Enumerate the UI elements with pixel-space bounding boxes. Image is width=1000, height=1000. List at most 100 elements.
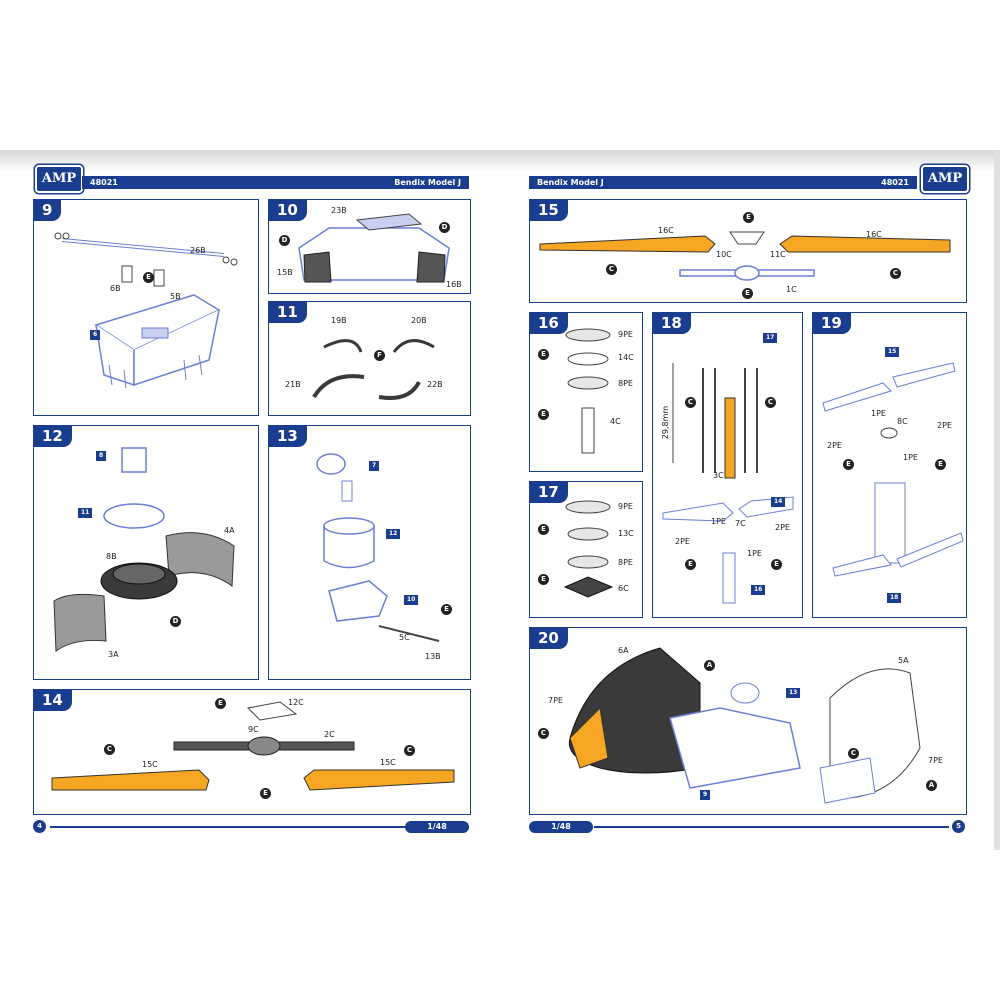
step-17-glue-e-bottom: E xyxy=(538,574,549,585)
step-20-label-5a: 5A xyxy=(898,656,909,665)
step-18-label-7c: 7C xyxy=(735,519,746,528)
step-15-label-10c: 10C xyxy=(716,250,732,259)
step-19-panel: 19 15 1PE 8C 2PE 2PE 1PE E E 18 xyxy=(812,312,967,618)
step-13-glue-e: E xyxy=(441,604,452,615)
page-number-left: 4 xyxy=(33,820,46,833)
step-16-drawing xyxy=(565,328,611,454)
step-12-ref-11: 11 xyxy=(78,508,93,518)
step-16-label-8pe: 8PE xyxy=(618,379,633,388)
step-12-label-8b: 8B xyxy=(106,552,117,561)
step-17-label-8pe: 8PE xyxy=(618,558,633,567)
step-14-label-15c-right: 15C xyxy=(380,758,396,767)
step-10-number: 10 xyxy=(268,199,307,221)
step-13-number: 13 xyxy=(268,425,307,447)
step-14-glue-e-bottom: E xyxy=(260,788,271,799)
step-20-label-7pe-right: 7PE xyxy=(928,756,943,765)
step-11-drawing xyxy=(312,339,435,400)
step-14-glue-c-left: C xyxy=(104,744,115,755)
step-15-glue-c-right: C xyxy=(890,268,901,279)
step-20-ref-13: 13 xyxy=(786,688,801,698)
step-20-ref-9: 9 xyxy=(700,790,711,800)
step-10-label-15b: 15B xyxy=(277,268,293,277)
step-20-drawing xyxy=(568,647,921,804)
step-19-label-2pe-right: 2PE xyxy=(937,421,952,430)
step-9-drawing xyxy=(54,232,238,389)
step-14-label-12c: 12C xyxy=(288,698,304,707)
step-13-ref-7: 7 xyxy=(369,461,380,471)
step-15-label-16c-left: 16C xyxy=(658,226,674,235)
step-17-panel: 17 9PE 13C 8PE 6C E E xyxy=(529,481,643,618)
step-19-ref-15: 15 xyxy=(885,347,900,357)
step-17-label-13c: 13C xyxy=(618,529,634,538)
step-13-label-13b: 13B xyxy=(425,652,441,661)
product-code-right: 48021 xyxy=(881,178,909,187)
step-18-label-1pe: 1PE xyxy=(711,517,726,526)
step-9-glue-e: E xyxy=(143,272,154,283)
step-20-number: 20 xyxy=(529,627,568,649)
step-20-glue-c-left: C xyxy=(538,728,549,739)
step-10-glue-d-right: D xyxy=(439,222,450,233)
model-name-right: Bendix Model J xyxy=(537,178,604,187)
step-20-glue-a-top: A xyxy=(704,660,715,671)
step-12-ref-8: 8 xyxy=(96,451,107,461)
step-11-label-22b: 22B xyxy=(427,380,443,389)
step-13-ref-10: 10 xyxy=(404,595,419,605)
step-11-label-21b: 21B xyxy=(285,380,301,389)
step-17-label-9pe: 9PE xyxy=(618,502,633,511)
amp-logo-right: AMP xyxy=(921,165,969,193)
step-14-label-9c: 9C xyxy=(248,725,259,734)
step-16-label-4c: 4C xyxy=(610,417,621,426)
model-name-left: Bendix Model J xyxy=(394,178,461,187)
scale-badge-left: 1/48 xyxy=(405,821,469,833)
step-19-label-8c: 8C xyxy=(897,417,908,426)
step-18-glue-c-right: C xyxy=(765,397,776,408)
step-19-ref-18: 18 xyxy=(887,593,902,603)
header-bar-left: 48021 Bendix Model J xyxy=(82,176,469,189)
step-20-label-7pe-left: 7PE xyxy=(548,696,563,705)
step-19-label-2pe-left: 2PE xyxy=(827,441,842,450)
step-9-label-6b: 6B xyxy=(110,284,121,293)
step-19-glue-e-right: E xyxy=(935,459,946,470)
step-10-panel: 10 23B 15B 16B D D xyxy=(268,199,471,294)
step-14-label-2c: 2C xyxy=(324,730,335,739)
step-9-label-26b: 26B xyxy=(190,246,206,255)
step-9-number: 9 xyxy=(33,199,62,221)
step-13-label-5c: 5C xyxy=(399,633,410,642)
step-15-label-1c: 1C xyxy=(786,285,797,294)
step-18-glue-e-right: E xyxy=(771,559,782,570)
step-18-panel: 18 17 29,8mm 3C 14 1PE 7C 2PE 2PE 1PE 16… xyxy=(652,312,803,618)
step-18-label-2pe-right: 2PE xyxy=(775,523,790,532)
step-20-glue-a-right: A xyxy=(926,780,937,791)
right-shadow xyxy=(994,150,1000,850)
step-16-glue-e-top: E xyxy=(538,349,549,360)
step-16-panel: 16 9PE 14C 8PE 4C E E xyxy=(529,312,643,472)
step-18-label-3c: 3C xyxy=(713,471,724,480)
step-18-glue-e-left: E xyxy=(685,559,696,570)
step-13-drawing xyxy=(316,453,440,642)
step-16-number: 16 xyxy=(529,312,568,334)
step-14-label-15c-left: 15C xyxy=(142,760,158,769)
step-14-panel: 14 12C 9C 2C 15C 15C E C C E xyxy=(33,689,471,815)
step-20-glue-c-right: C xyxy=(848,748,859,759)
step-14-drawing xyxy=(51,701,455,791)
step-14-number: 14 xyxy=(33,689,72,711)
step-9-panel: 9 26B 6B 5B E 6 xyxy=(33,199,259,416)
step-10-label-23b: 23B xyxy=(331,206,347,215)
step-12-drawing xyxy=(53,447,235,652)
step-18-measure: 29,8mm xyxy=(661,405,671,440)
header-bar-right: Bendix Model J 48021 xyxy=(529,176,917,189)
product-code-left: 48021 xyxy=(90,178,118,187)
step-19-label-1pe: 1PE xyxy=(871,409,886,418)
step-10-drawing xyxy=(298,213,450,283)
scale-badge-right: 1/48 xyxy=(529,821,593,833)
step-20-panel: 20 6A 5A 7PE 7PE 13 9 A A C C xyxy=(529,627,967,815)
step-18-ref-14: 14 xyxy=(771,497,786,507)
step-18-label-1pe-right: 1PE xyxy=(747,549,762,558)
step-15-label-11c: 11C xyxy=(770,250,786,259)
step-13-ref-12: 12 xyxy=(386,529,401,539)
step-15-glue-e-top: E xyxy=(743,212,754,223)
step-18-label-2pe-left: 2PE xyxy=(675,537,690,546)
step-19-number: 19 xyxy=(812,312,851,334)
step-19-drawing xyxy=(822,362,964,577)
step-11-glue-f: F xyxy=(374,350,385,361)
